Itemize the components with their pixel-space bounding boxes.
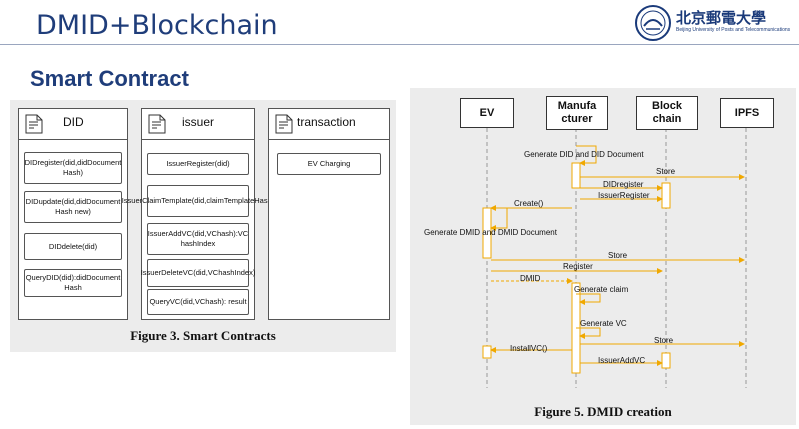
sequence-diagram	[482, 128, 747, 388]
university-logo: 北京郵電大學 Beijing University of Posts and T…	[634, 4, 799, 44]
figure-dmid-creation: EV Manufa cturer Block chain IPFS Genera…	[410, 88, 796, 425]
query-did-function: QueryDID(did):didDocument Hash	[24, 269, 122, 297]
label-installvc: InstallVC()	[510, 344, 548, 353]
slide-title: DMID+Blockchain	[36, 10, 278, 41]
label-issueraddvc: IssuerAddVC	[598, 356, 646, 365]
transaction-contract-divider	[269, 139, 389, 140]
label-didregister: DIDregister	[603, 180, 644, 189]
issuer-claim-template-function: IssuerClaimTemplate(did,claimTemplateHas…	[122, 185, 274, 217]
university-logo-subtext: Beijing University of Posts and Telecomm…	[676, 27, 791, 33]
issuer-delete-vc-function: IssuerDeleteVC(did,VChashIndex)	[141, 259, 255, 287]
document-icon	[148, 114, 166, 134]
document-icon	[275, 114, 293, 134]
did-register-function: DIDregister(did,didDocument Hash)	[24, 152, 122, 184]
issuer-contract-divider	[142, 139, 254, 140]
label-create: Create()	[514, 199, 544, 208]
did-delete-function: DIDdelete(did)	[24, 233, 122, 260]
lifeline-head-blockchain: Block chain	[636, 96, 698, 130]
activation-blockchain-1	[661, 182, 671, 209]
figure5-caption: Figure 5. DMID creation	[534, 404, 672, 419]
issuer-add-vc-function: IssuerAddVC(did,VChash):VC hashIndex	[147, 223, 249, 255]
label-generate-dmid: Generate DMID and DMID Document	[424, 228, 557, 237]
ev-charging-function: EV Charging	[277, 153, 381, 175]
label-store-3: Store	[654, 336, 674, 345]
lifeline-head-ipfs: IPFS	[720, 98, 774, 128]
figure-smart-contracts: DID DIDregister(did,didDocument Hash) DI…	[10, 100, 396, 352]
did-contract-divider	[19, 139, 127, 140]
label-register: Register	[563, 262, 593, 271]
title-divider	[0, 44, 799, 45]
msg-generate-claim	[576, 293, 601, 305]
label-store-2: Store	[608, 251, 628, 260]
did-contract-box: DID DIDregister(did,didDocument Hash) DI…	[18, 108, 128, 320]
issuer-contract-title: issuer	[182, 115, 215, 129]
lifeline-head-manufacturer: Manufa cturer	[546, 96, 608, 130]
activation-ev-2	[482, 345, 492, 359]
label-store-1: Store	[656, 167, 676, 176]
issuer-register-function: IssuerRegister(did)	[147, 153, 249, 175]
university-emblem-icon	[635, 5, 671, 41]
msg-generate-did	[576, 145, 597, 166]
lifeline-head-ev: EV	[460, 98, 514, 128]
label-generate-vc: Generate VC	[580, 319, 627, 328]
label-generate-did: Generate DID and DID Document	[524, 150, 644, 159]
msg-generate-vc	[576, 327, 601, 339]
query-vc-function: QueryVC(did,VChash): result	[147, 289, 249, 315]
activation-manufacturer-1	[571, 162, 581, 189]
figure3-caption: Figure 3. Smart Contracts	[130, 328, 276, 343]
label-dmid: DMID	[520, 274, 541, 283]
university-logo-text: 北京郵電大學	[676, 9, 767, 27]
did-contract-title: DID	[63, 115, 84, 129]
transaction-contract-title: transaction	[297, 115, 356, 129]
label-generate-claim: Generate claim	[574, 285, 629, 294]
transaction-contract-box: transaction EV Charging	[268, 108, 390, 320]
did-update-function: DIDupdate(did,didDocument Hash new)	[24, 191, 122, 223]
issuer-contract-box: issuer IssuerRegister(did) IssuerClaimTe…	[122, 108, 274, 320]
label-issuerregister: IssuerRegister	[598, 191, 650, 200]
section-subtitle: Smart Contract	[30, 66, 189, 91]
activation-blockchain-2	[661, 352, 671, 369]
document-icon	[25, 114, 43, 134]
